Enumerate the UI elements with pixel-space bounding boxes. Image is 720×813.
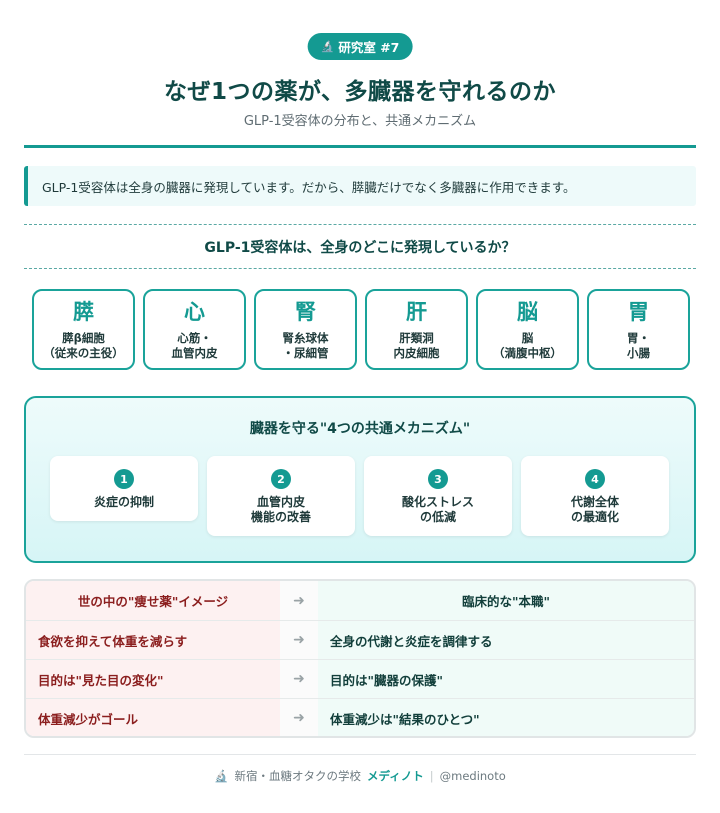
mechanism-card: 3 酸化ストレス の低減: [364, 456, 512, 536]
comparison-left-cell: 体重減少がゴール: [26, 699, 280, 736]
comparison-row: 食欲を抑えて体重を減らす ➜ 全身の代謝と炎症を調律する: [26, 620, 694, 659]
footer-divider: [24, 754, 696, 755]
footer-text: 新宿・血糖オタクの学校: [234, 769, 362, 783]
comparison-header-right: 臨床的な"本職": [318, 581, 694, 620]
comparison-row: 目的は"見た目の変化" ➜ 目的は"臓器の保護": [26, 659, 694, 698]
organ-card-pancreas: 膵 膵β細胞 （従来の主役）: [32, 289, 135, 370]
footer: 🔬 新宿・血糖オタクの学校 メディノト | @medinoto: [0, 768, 720, 784]
footer-brand: メディノト: [367, 769, 424, 783]
comparison-header-row: 世の中の"痩せ薬"イメージ ➜ 臨床的な"本職": [26, 581, 694, 620]
organ-card-brain: 脳 脳 （満腹中枢）: [476, 289, 579, 370]
organ-desc: 心筋・ 血管内皮: [171, 331, 218, 360]
mechanism-label: 代謝全体 の最適化: [570, 495, 619, 524]
organ-desc: 脳 （満腹中枢）: [493, 331, 562, 360]
page-title: なぜ1つの薬が、多臓器を守れるのか: [163, 79, 557, 105]
organ-kanji: 腎: [295, 300, 316, 324]
organ-kanji: 心: [184, 300, 205, 324]
page-subtitle: GLP-1受容体の分布と、共通メカニズム: [243, 114, 477, 129]
microscope-icon: 🔬: [320, 40, 335, 53]
organ-card-kidney: 腎 腎糸球体 ・尿細管: [254, 289, 357, 370]
mechanism-label: 血管内皮 機能の改善: [250, 495, 311, 524]
comparison-right-cell: 全身の代謝と炎症を調律する: [318, 621, 694, 659]
comparison-row: 体重減少がゴール ➜ 体重減少は"結果のひとつ": [26, 698, 694, 736]
summary-callout: GLP-1受容体は全身の臓器に発現しています。だから、膵臓だけでなく多臓器に作用…: [24, 166, 696, 206]
mechanism-number: 3: [428, 469, 448, 489]
organ-kanji: 胃: [628, 300, 649, 324]
question-divider-bottom: [24, 268, 696, 269]
comparison-header-left: 世の中の"痩せ薬"イメージ: [26, 581, 280, 620]
organ-kanji: 脳: [517, 300, 538, 324]
organ-card-liver: 肝 肝類洞 内皮細胞: [365, 289, 468, 370]
mechanism-number: 4: [585, 469, 605, 489]
comparison-right-cell: 体重減少は"結果のひとつ": [318, 699, 694, 736]
comparison-table: 世の中の"痩せ薬"イメージ ➜ 臨床的な"本職" 食欲を抑えて体重を減らす ➜ …: [24, 579, 696, 738]
comparison-right-cell: 目的は"臓器の保護": [318, 660, 694, 698]
mechanism-number: 2: [271, 469, 291, 489]
organ-kanji: 肝: [406, 300, 427, 324]
footer-handle: @medinoto: [439, 769, 506, 783]
mechanism-panel: 臓器を守る"4つの共通メカニズム" 1 炎症の抑制 2 血管内皮 機能の改善 3…: [24, 396, 696, 563]
arrow-right-icon: ➜: [280, 621, 318, 659]
organ-card-stomach: 胃 胃・ 小腸: [587, 289, 690, 370]
organ-grid: 膵 膵β細胞 （従来の主役） 心 心筋・ 血管内皮 腎 腎糸球体 ・尿細管 肝 …: [32, 289, 690, 370]
badge-label: 研究室 #7: [338, 40, 400, 55]
mechanism-card: 1 炎症の抑制: [50, 456, 198, 521]
organ-desc: 胃・ 小腸: [627, 331, 650, 360]
mechanism-number: 1: [114, 469, 134, 489]
mechanism-cards: 1 炎症の抑制 2 血管内皮 機能の改善 3 酸化ストレス の低減 4 代謝全体…: [50, 456, 669, 536]
mechanism-card: 4 代謝全体 の最適化: [521, 456, 669, 536]
mechanism-card: 2 血管内皮 機能の改善: [207, 456, 355, 536]
arrow-right-icon: ➜: [280, 581, 318, 620]
arrow-right-icon: ➜: [280, 699, 318, 736]
arrow-right-icon: ➜: [280, 660, 318, 698]
organ-desc: 膵β細胞 （従来の主役）: [43, 331, 124, 360]
organ-desc: 肝類洞 内皮細胞: [393, 331, 440, 360]
comparison-left-cell: 食欲を抑えて体重を減らす: [26, 621, 280, 659]
question-heading: GLP-1受容体は、全身のどこに発現しているか？: [204, 240, 516, 256]
question-divider-top: [24, 224, 696, 225]
mechanism-label: 炎症の抑制: [93, 495, 154, 509]
footer-separator: |: [429, 769, 434, 783]
lab-badge: 🔬 研究室 #7: [307, 33, 413, 60]
comparison-left-cell: 目的は"見た目の変化": [26, 660, 280, 698]
mechanism-label: 酸化ストレス の低減: [401, 495, 474, 524]
organ-desc: 腎糸球体 ・尿細管: [282, 331, 329, 360]
organ-card-heart: 心 心筋・ 血管内皮: [143, 289, 246, 370]
microscope-icon: 🔬: [214, 769, 229, 783]
organ-kanji: 膵: [73, 300, 94, 324]
title-divider: [24, 145, 696, 148]
mechanism-title: 臓器を守る"4つの共通メカニズム": [249, 421, 471, 437]
